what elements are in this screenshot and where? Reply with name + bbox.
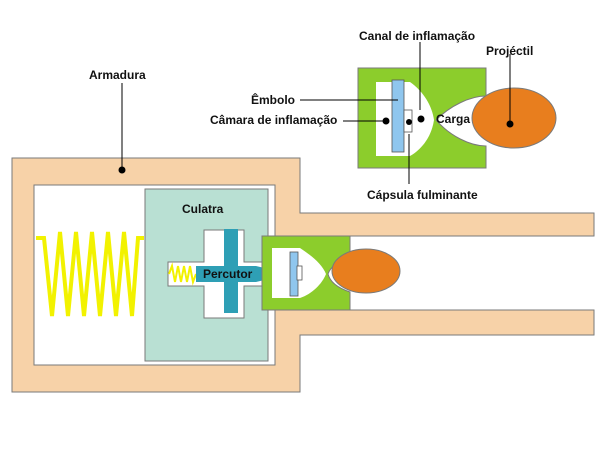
percutor-spring bbox=[168, 262, 197, 286]
label-capsula-fulminante: Cápsula fulminante bbox=[367, 188, 478, 202]
projectil-dot bbox=[506, 120, 514, 128]
detail-projectile bbox=[471, 87, 557, 149]
label-carga: Carga bbox=[436, 112, 470, 126]
armadura-dot bbox=[118, 166, 126, 174]
percutor-shaft bbox=[196, 266, 256, 282]
label-camara-de-inflamacao: Câmara de inflamação bbox=[210, 113, 337, 127]
capsula-dot bbox=[406, 119, 412, 125]
chamber-projectile bbox=[331, 248, 401, 294]
label-embolo: Êmbolo bbox=[251, 92, 295, 107]
detail-embolo bbox=[391, 79, 405, 153]
label-percutor: Percutor bbox=[203, 267, 253, 281]
camara-dot bbox=[382, 117, 390, 125]
label-canal-de-inflamacao: Canal de inflamação bbox=[359, 29, 475, 43]
carga-dot bbox=[417, 115, 425, 123]
leader-lines bbox=[118, 42, 514, 184]
label-projectil: Projéctil bbox=[486, 44, 533, 58]
label-culatra: Culatra bbox=[182, 202, 224, 216]
label-armadura: Armadura bbox=[89, 68, 146, 82]
cartridge-capsule bbox=[296, 265, 303, 281]
chamber-cartridge bbox=[261, 235, 401, 311]
recoil-spring bbox=[36, 231, 144, 317]
